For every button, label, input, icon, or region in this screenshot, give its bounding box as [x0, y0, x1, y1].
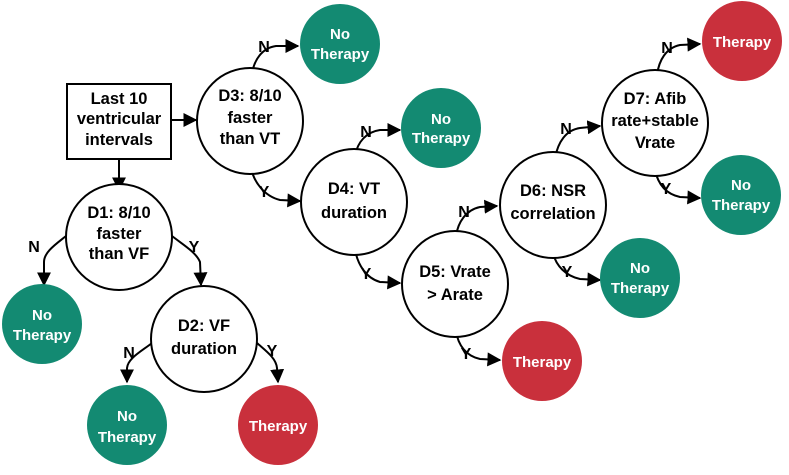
outcome-d7-yes-circle: [701, 155, 781, 235]
start-node: Last 10 ventricular intervals: [66, 83, 172, 160]
decision-d2-circle: [150, 285, 258, 393]
decision-d4-line-1: D4: VT: [328, 180, 380, 198]
decision-d4: D4: VT duration: [300, 148, 408, 256]
outcome-d4-no-line-1: No: [431, 111, 451, 128]
decision-d5-line-2: > Arate: [427, 286, 483, 304]
decision-d7: D7: Afib rate+stable Vrate: [601, 69, 709, 177]
outcome-d6-yes: No Therapy: [600, 238, 680, 318]
outcome-d1-no-line-2: Therapy: [13, 327, 72, 344]
outcome-d3-no: No Therapy: [300, 4, 380, 84]
decision-d6-line-1: D6: NSR: [520, 182, 586, 200]
label-d4-yes: Y: [361, 266, 372, 283]
outcome-d7-yes-line-2: Therapy: [712, 197, 771, 214]
edge-d2-no: [120, 342, 153, 384]
decision-d1-line-2: faster: [97, 225, 143, 243]
start-line-3: intervals: [85, 131, 153, 149]
outcome-d3-no-circle: [300, 4, 380, 84]
outcome-d5-yes-line-1: Therapy: [513, 354, 572, 371]
outcome-d2-no-line-2: Therapy: [98, 429, 157, 446]
decision-d6: D6: NSR correlation: [499, 151, 607, 259]
label-d3-no: N: [258, 39, 270, 56]
label-d7-yes: Y: [661, 181, 672, 198]
start-line-2: ventricular: [77, 110, 162, 128]
edge-d2-yes: [256, 342, 285, 384]
outcome-d2-yes: Therapy: [238, 385, 318, 465]
outcome-d5-yes: Therapy: [502, 321, 582, 401]
decision-d2-line-1: D2: VF: [178, 317, 230, 335]
outcome-d1-no-line-1: No: [32, 307, 52, 324]
outcome-d7-no-line-1: Therapy: [713, 34, 772, 51]
decision-d7-line-3: Vrate: [635, 134, 675, 152]
decision-d1-line-1: D1: 8/10: [87, 204, 150, 222]
label-d2-yes: Y: [267, 343, 278, 360]
label-d4-no: N: [360, 124, 372, 141]
decision-d3-circle: [196, 67, 304, 175]
outcome-d2-yes-circle: [238, 385, 318, 465]
outcome-d7-no: Therapy: [702, 1, 782, 81]
decision-d1-line-3: than VF: [89, 245, 150, 263]
label-d5-no: N: [458, 204, 470, 221]
decision-d1: D1: 8/10 faster than VF: [65, 183, 173, 291]
decision-d7-circle: [601, 69, 709, 177]
decision-d5-line-1: D5: Vrate: [419, 263, 491, 281]
outcome-d6-yes-line-2: Therapy: [611, 280, 670, 297]
decision-d1-circle: [65, 183, 173, 291]
decision-d3-line-3: than VT: [220, 130, 281, 148]
label-d6-yes: Y: [562, 264, 573, 281]
edge-labels: N Y N Y N Y N Y N Y N Y N Y: [28, 39, 673, 363]
outcome-d4-no-circle: [401, 88, 481, 168]
outcome-d2-no-line-1: No: [117, 408, 137, 425]
label-d1-yes: Y: [189, 239, 200, 256]
outcome-d2-no-circle: [87, 385, 167, 465]
decision-d5: D5: Vrate > Arate: [401, 230, 509, 338]
decision-d4-circle: [300, 148, 408, 256]
outcome-d1-no: No Therapy: [2, 284, 82, 364]
outcome-d7-yes-line-1: No: [731, 177, 751, 194]
outcome-d6-yes-line-1: No: [630, 260, 650, 277]
decision-d5-circle: [401, 230, 509, 338]
start-line-1: Last 10: [91, 90, 148, 108]
label-d3-yes: Y: [259, 184, 270, 201]
decision-d3-line-2: faster: [228, 109, 274, 127]
decision-d4-line-2: duration: [321, 204, 387, 222]
outcome-d2-no: No Therapy: [87, 385, 167, 465]
decision-d6-line-2: correlation: [510, 205, 595, 223]
label-d6-no: N: [560, 121, 572, 138]
outcome-d3-no-line-1: No: [330, 26, 350, 43]
outcome-d6-yes-circle: [600, 238, 680, 318]
outcome-d4-no-line-2: Therapy: [412, 130, 471, 147]
outcome-d1-no-circle: [2, 284, 82, 364]
decision-d2-line-2: duration: [171, 340, 237, 358]
outcome-d7-no-circle: [702, 1, 782, 81]
decision-d6-circle: [499, 151, 607, 259]
outcome-d5-yes-circle: [502, 321, 582, 401]
decision-d3-line-1: D3: 8/10: [218, 87, 281, 105]
edge-d1-yes: [171, 235, 208, 287]
decision-d3: D3: 8/10 faster than VT: [196, 67, 304, 175]
label-d1-no: N: [28, 239, 40, 256]
label-d2-no: N: [123, 345, 135, 362]
outcome-d3-no-line-2: Therapy: [311, 46, 370, 63]
decision-d2: D2: VF duration: [150, 285, 258, 393]
outcome-d7-yes: No Therapy: [701, 155, 781, 235]
edge-d1-no: [37, 235, 67, 287]
label-d5-yes: Y: [461, 346, 472, 363]
label-d7-no: N: [661, 40, 673, 57]
decision-d7-line-2: rate+stable: [611, 112, 699, 130]
outcome-d2-yes-line-1: Therapy: [249, 418, 308, 435]
start-box: [66, 83, 172, 160]
decision-d7-line-1: D7: Afib: [624, 90, 687, 108]
outcome-d4-no: No Therapy: [401, 88, 481, 168]
